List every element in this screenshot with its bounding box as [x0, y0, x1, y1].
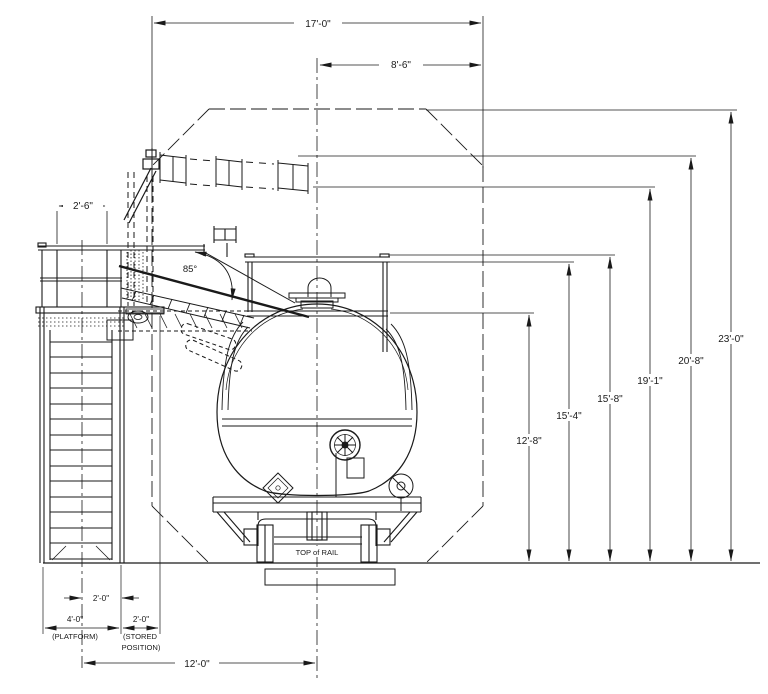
coupler	[306, 511, 328, 541]
gangway-angle-arc: 85°	[177, 251, 236, 301]
dim-overall-width	[151, 16, 484, 168]
wheel-truck	[243, 518, 391, 563]
handwheel	[329, 429, 365, 497]
brake-wheel	[388, 473, 414, 511]
height-dim-lines	[526, 111, 734, 562]
rail-tie	[264, 568, 396, 586]
tank-car	[212, 277, 422, 563]
dim-platform-note: (PLATFORM)	[52, 632, 98, 641]
dim-h6-bg	[713, 332, 750, 344]
rail-label-bg	[288, 546, 346, 557]
dim-h4-bg	[632, 374, 669, 386]
height-dim-extension-lines	[298, 109, 737, 314]
dim-platform-width-label: 4'-0"	[67, 615, 83, 624]
dim-center-offset-label: 2'-0"	[93, 594, 109, 603]
dim-half-width-bg	[379, 58, 423, 70]
dim-h2-bg	[551, 409, 588, 421]
dim-h1-bg	[511, 434, 548, 446]
gangway-deployed	[118, 244, 310, 372]
dim-height-19-1-label: 19'-1"	[637, 376, 663, 387]
dim-height-23-0-label: 23'-0"	[718, 334, 744, 345]
dome-fittings	[288, 277, 346, 309]
dim-track-offset-bg	[175, 656, 219, 669]
dim-half-width-label: 8'-6"	[391, 60, 411, 71]
hazmat-placard	[262, 472, 294, 504]
dim-h3-bg	[592, 392, 629, 404]
gangway-angle-label: 85°	[183, 264, 198, 275]
handrail	[37, 242, 126, 307]
safety-cage	[213, 226, 390, 352]
dim-walkway-width-bg	[63, 198, 103, 211]
height-dim-labels: 12'-8" 15'-4" 15'-8" 19'-1" 20'-8" 23'-0…	[511, 332, 750, 447]
dim-height-15-4-label: 15'-4"	[556, 411, 582, 422]
gangway-stored	[106, 149, 160, 341]
dim-height-20-8-label: 20'-8"	[678, 356, 704, 367]
platform-tower	[35, 242, 165, 563]
dim-stored-width-label: 2'-0"	[133, 615, 149, 624]
access-ladder	[49, 330, 113, 561]
dim-stored-note-line2: POSITION)	[122, 643, 161, 652]
top-of-rail-label: TOP of RAIL	[296, 548, 339, 557]
angle-label-bg	[177, 262, 204, 274]
dim-walkway-width-label: 2'-6"	[73, 201, 93, 212]
dim-overall-width-bg	[294, 17, 342, 29]
tank-shell	[216, 303, 418, 497]
dim-track-offset-label: 12'-0"	[184, 659, 210, 670]
dim-height-15-8-label: 15'-8"	[597, 394, 623, 405]
gangway-raised	[151, 148, 309, 194]
dim-overall-width-label: 17'-0"	[305, 19, 331, 30]
clearance-envelope	[151, 108, 484, 564]
dim-h5-bg	[673, 354, 710, 366]
bottom-dim-extension-lines	[42, 316, 161, 634]
dim-stored-note-line1: (STORED	[123, 632, 158, 641]
dim-height-12-8-label: 12'-8"	[516, 436, 542, 447]
rail-label-group: TOP of RAIL	[288, 546, 346, 557]
